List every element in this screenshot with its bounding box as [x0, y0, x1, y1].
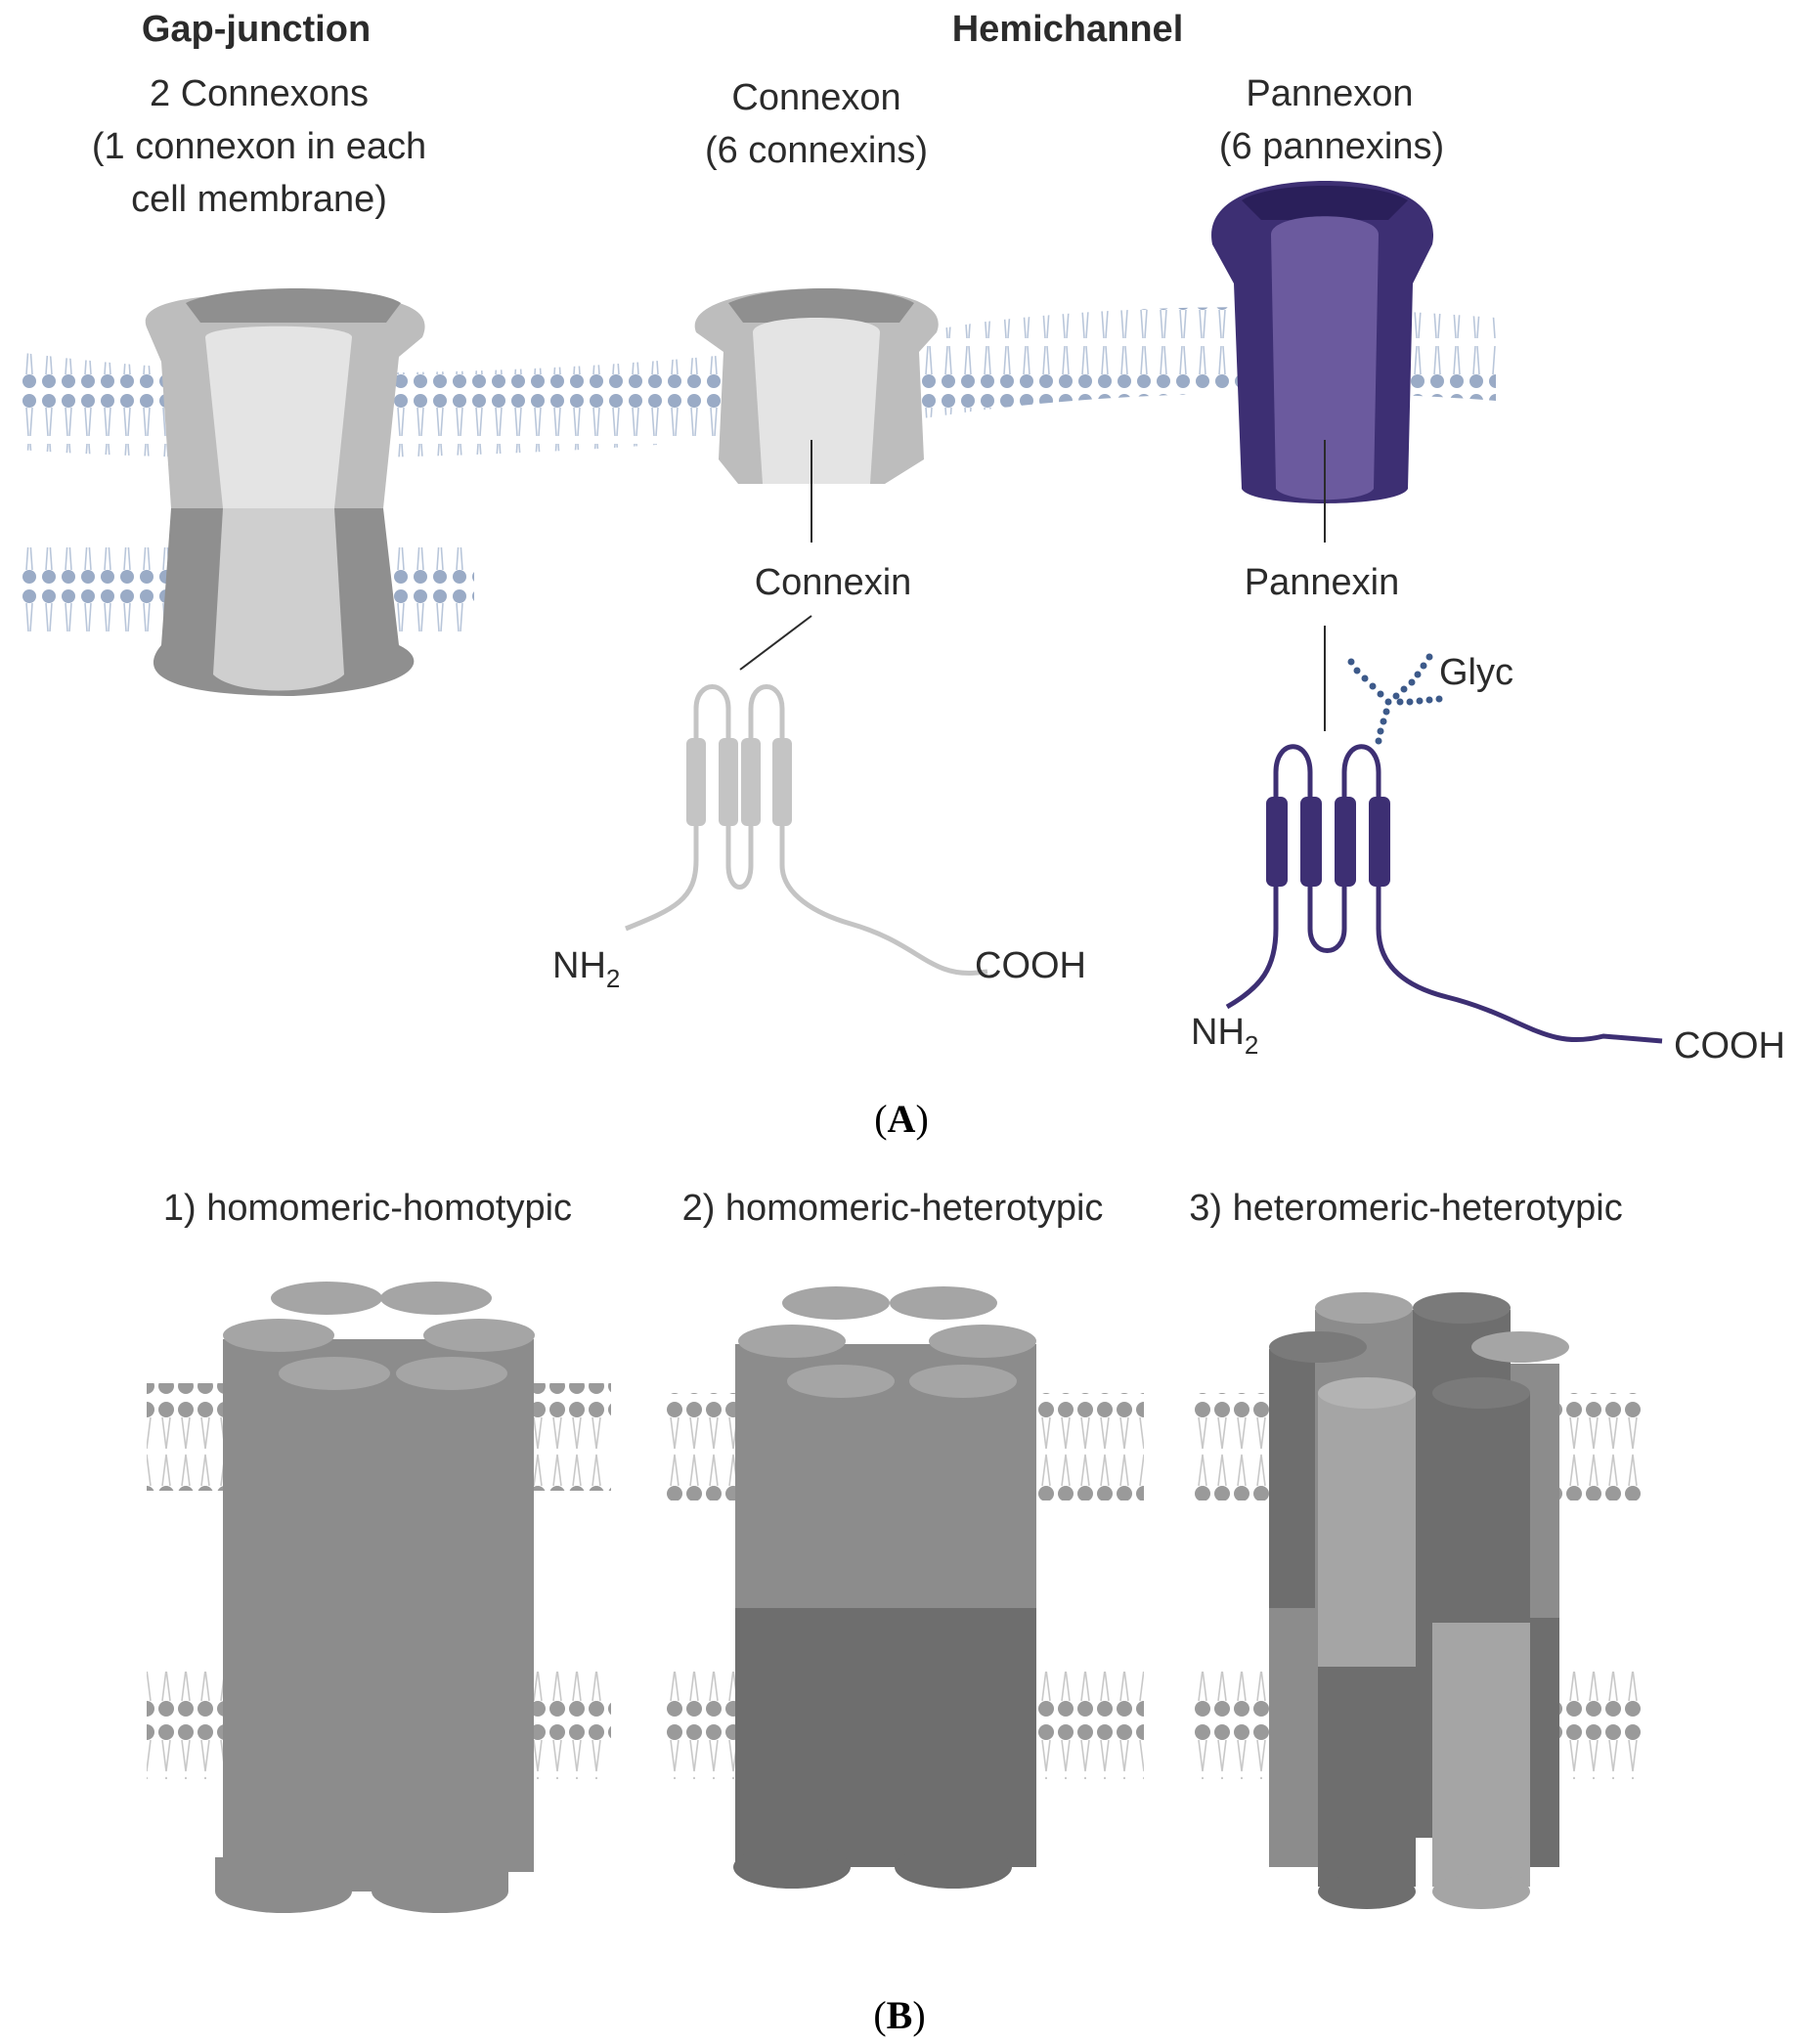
- connexin-label: Connexin: [755, 562, 912, 603]
- panel-b: 1) homomeric-homotypic 2) homomeric-hete…: [147, 1188, 1643, 2037]
- connexon-line-1: Connexon: [731, 77, 900, 118]
- gap-junction-desc-line-1: 2 Connexons: [150, 73, 369, 114]
- connexin-c-terminus: COOH: [975, 945, 1086, 986]
- connexin-n-terminus: NH2: [552, 945, 620, 993]
- glycosylation-chain: [1347, 653, 1443, 745]
- channel-homomeric-homotypic: [215, 1282, 535, 1913]
- gap-junction-title: Gap-junction: [142, 9, 371, 50]
- channel-homomeric-heterotypic: [733, 1286, 1036, 1889]
- connexin-topology: [625, 615, 988, 976]
- panel-b-membranes: [147, 1383, 1643, 1779]
- pannexon-line-1: Pannexon: [1246, 73, 1413, 114]
- type-3-label: 3) heteromeric-heterotypic: [1189, 1188, 1623, 1229]
- gap-junction-channel: [145, 288, 425, 696]
- hemichannel-title: Hemichannel: [952, 9, 1184, 50]
- gap-junction-desc-line-2: (1 connexon in each: [92, 126, 426, 167]
- pannexin-topology: [1225, 626, 1663, 1044]
- pannexin-n-terminus: NH2: [1191, 1012, 1258, 1060]
- panel-b-caption: (B): [873, 1993, 925, 2037]
- panel-a: Gap-junction 2 Connexons (1 connexon in …: [18, 9, 1785, 1141]
- pannexin-label: Pannexin: [1245, 562, 1399, 603]
- type-1-label: 1) homomeric-homotypic: [163, 1188, 572, 1229]
- connexon-line-2: (6 connexins): [705, 130, 928, 171]
- glyc-label: Glyc: [1439, 652, 1513, 693]
- panel-a-caption: (A): [874, 1097, 929, 1141]
- type-2-label: 2) homomeric-heterotypic: [682, 1188, 1104, 1229]
- pannexon-line-2: (6 pannexins): [1219, 126, 1444, 167]
- pannexin-c-terminus: COOH: [1674, 1025, 1785, 1066]
- connexon-hemichannel: [694, 288, 939, 543]
- gap-junction-desc-line-3: cell membrane): [131, 179, 387, 220]
- pannexon-channel: [1211, 181, 1434, 543]
- channel-heteromeric-heterotypic: [1269, 1292, 1569, 1909]
